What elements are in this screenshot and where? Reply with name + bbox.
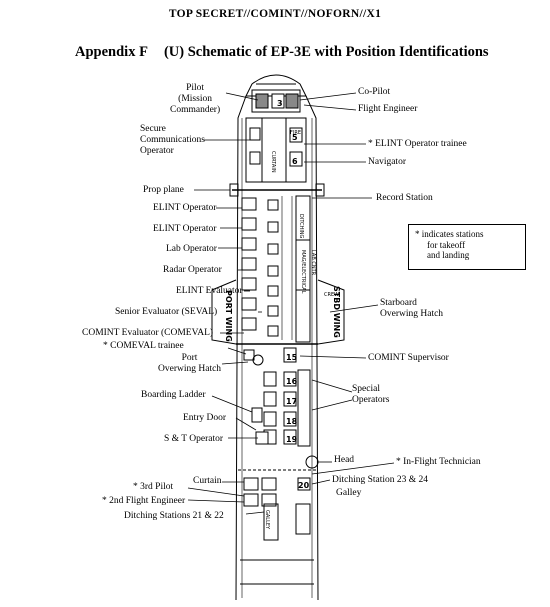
label-curtain: Curtain — [193, 476, 222, 486]
label-inflight-tech: * In-Flight Technician — [396, 457, 481, 467]
label-radar-op: Radar Operator — [163, 265, 222, 275]
classification-header: TOP SECRET//COMINT//NOFORN//X1 — [168, 8, 382, 20]
label-elint-trainee: * ELINT Operator trainee — [368, 139, 467, 149]
label-navigator: Navigator — [368, 157, 406, 167]
port-wing-text: PORT WING — [224, 290, 233, 342]
galley-text: GALLEY — [264, 510, 270, 530]
label-head: Head — [334, 455, 355, 465]
svg-text:16: 16 — [286, 377, 298, 386]
svg-text:5: 5 — [292, 133, 298, 142]
label-flight-engineer: Flight Engineer — [358, 104, 418, 114]
label-galley: Galley — [336, 488, 362, 498]
takeoff-note-box: * indicates stations for takeoff and lan… — [408, 224, 526, 270]
ditching-text: DITCHING — [298, 214, 304, 239]
label-elint-op-2: ELINT Operator — [153, 224, 217, 234]
label-comeval: COMINT Evaluator (COMEVAL) — [82, 328, 214, 338]
note-line-3: and landing — [427, 250, 470, 260]
svg-text:19: 19 — [286, 435, 298, 444]
svg-text:18: 18 — [286, 417, 298, 426]
mag-elec-text: MAG/ELECTRICAL — [300, 250, 306, 294]
svg-text:3: 3 — [277, 99, 283, 108]
lab-cntr-text: LAB CNTR — [310, 250, 316, 276]
svg-text:20: 20 — [298, 481, 310, 490]
label-copilot: Co-Pilot — [358, 87, 391, 97]
label-boarding-ladder: Boarding Ladder — [141, 390, 206, 400]
label-elint-eval: ELINT Evaluator — [176, 286, 243, 296]
label-comeval-trainee: * COMEVAL trainee — [103, 341, 184, 351]
label-entry-door: Entry Door — [183, 413, 227, 423]
label-seval: Senior Evaluator (SEVAL) — [115, 307, 218, 317]
label-comint-supervisor: COMINT Supervisor — [368, 353, 449, 363]
svg-text:17: 17 — [286, 397, 297, 406]
svg-text:6: 6 — [292, 157, 298, 166]
label-record-station: Record Station — [376, 193, 433, 203]
label-ditching-23-24: Ditching Station 23 & 24 — [332, 475, 429, 485]
label-second-fe: * 2nd Flight Engineer — [102, 496, 186, 506]
title-text: (U) Schematic of EP-3E with Position Ide… — [163, 44, 489, 60]
stbd-wing-text: STBD WING — [332, 286, 341, 338]
fire-text: FIRE — [290, 130, 301, 136]
curtain-text: CURTAIN — [270, 151, 276, 173]
label-prop-plane: Prop plane — [143, 185, 184, 195]
svg-text:15: 15 — [286, 353, 298, 362]
note-line-2: for takeoff — [427, 239, 466, 250]
label-third-pilot: * 3rd Pilot — [133, 482, 174, 492]
page-title: Appendix F (U) Schematic of EP-3E with Po… — [75, 44, 489, 61]
note-line-1: * indicates stations — [415, 229, 484, 239]
label-lab-op: Lab Operator — [166, 244, 217, 254]
label-elint-op-1: ELINT Operator — [153, 203, 217, 213]
appendix-label: Appendix F — [75, 44, 148, 60]
label-ditching-21-22: Ditching Stations 21 & 22 — [124, 511, 224, 521]
label-st-operator: S & T Operator — [164, 434, 224, 444]
crew-text: CREW — [324, 292, 339, 298]
